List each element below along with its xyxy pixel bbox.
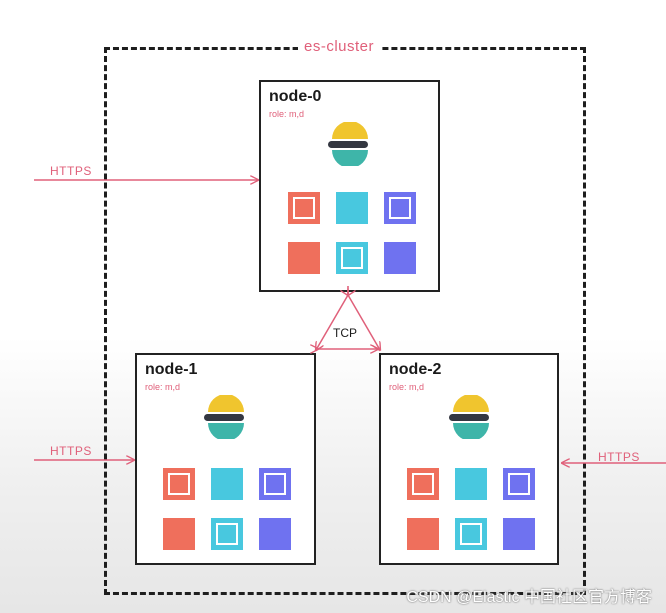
- https-label-node-0: HTTPS: [50, 164, 92, 178]
- watermark: CSDN @Elastic 中国社区官方博客: [406, 589, 652, 606]
- node-1-role: role: m,d: [145, 382, 181, 392]
- node-2-box: node-2 role: m,d: [379, 353, 559, 565]
- replica-shard-red: [288, 192, 320, 224]
- primary-shard-red: [407, 518, 439, 550]
- primary-shard-cyan: [336, 192, 368, 224]
- node-0-name: node-0: [269, 88, 322, 105]
- primary-shard-cyan: [455, 468, 487, 500]
- primary-shard-blue: [259, 518, 291, 550]
- replica-shard-blue: [384, 192, 416, 224]
- tcp-edge-0-2: [348, 295, 380, 350]
- primary-shard-blue: [503, 518, 535, 550]
- replica-shard-blue: [503, 468, 535, 500]
- elasticsearch-logo-icon: [449, 395, 489, 439]
- node-0-box: node-0 role: m,d: [259, 80, 440, 292]
- primary-shard-red: [163, 518, 195, 550]
- https-label-node-2: HTTPS: [598, 450, 640, 464]
- node-1-box: node-1 role: m,d: [135, 353, 316, 565]
- replica-shard-red: [407, 468, 439, 500]
- elasticsearch-logo-icon: [328, 122, 368, 166]
- replica-shard-cyan: [455, 518, 487, 550]
- node-1-name: node-1: [145, 361, 198, 378]
- node-0-role: role: m,d: [269, 109, 305, 119]
- elasticsearch-logo-icon: [204, 395, 244, 439]
- replica-shard-cyan: [211, 518, 243, 550]
- primary-shard-red: [288, 242, 320, 274]
- https-label-node-1: HTTPS: [50, 444, 92, 458]
- replica-shard-cyan: [336, 242, 368, 274]
- primary-shard-cyan: [211, 468, 243, 500]
- tcp-label: TCP: [333, 326, 357, 340]
- replica-shard-red: [163, 468, 195, 500]
- replica-shard-blue: [259, 468, 291, 500]
- cluster-title: es-cluster: [298, 38, 381, 55]
- node-2-name: node-2: [389, 361, 442, 378]
- node-2-role: role: m,d: [389, 382, 425, 392]
- primary-shard-blue: [384, 242, 416, 274]
- tcp-edge-0-1: [316, 295, 348, 350]
